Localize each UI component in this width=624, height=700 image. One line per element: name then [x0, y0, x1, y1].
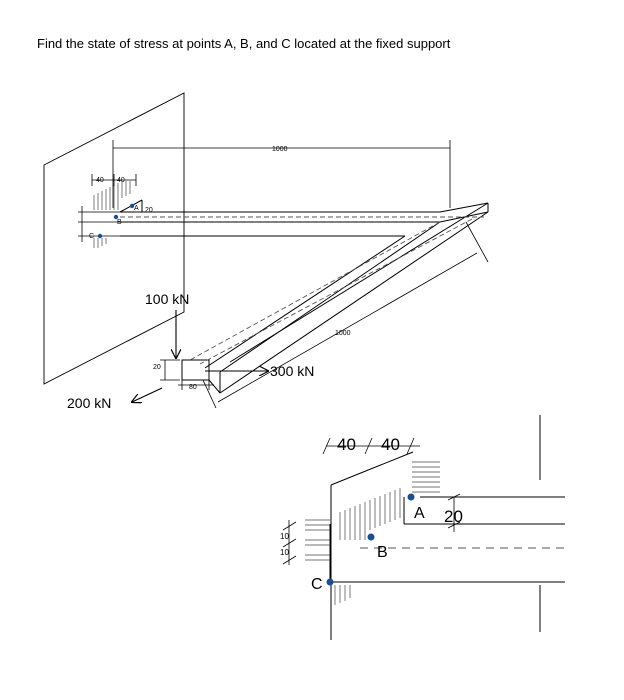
centerline-inner [189, 221, 441, 361]
detail-point-c [326, 578, 334, 586]
label-load-300kn: 300 kN [270, 363, 314, 379]
label-dim-20-small: 20 [145, 207, 153, 214]
label-detail-dim-10-b: 10 [280, 548, 289, 557]
label-dim-tip-20: 20 [153, 364, 161, 371]
label-load-200kn: 200 kN [67, 395, 111, 411]
dim-1000-top [112, 140, 451, 208]
detail-figure [282, 415, 565, 640]
detail-dim-10-10 [282, 520, 297, 565]
beam-segment-1 [119, 199, 489, 237]
label-detail-dim-10-a: 10 [280, 532, 289, 541]
detail-dim-20 [447, 493, 461, 532]
load-arrow-axial [132, 387, 163, 402]
question-text: Find the state of stress at points A, B,… [37, 36, 451, 51]
dim-1000-diagonal [202, 221, 489, 409]
label-main-b: B [117, 219, 122, 226]
detail-hatching [305, 461, 440, 605]
detail-point-a [407, 493, 415, 501]
label-dim-40-b: 40 [117, 177, 125, 184]
label-detail-b: B [377, 544, 388, 561]
label-detail-c: C [311, 576, 323, 593]
label-detail-dim-20: 20 [444, 507, 463, 526]
main-figure [43, 92, 489, 409]
main-point-a [129, 203, 135, 209]
label-dim-1000-diag: 1000 [335, 330, 351, 337]
label-main-c: C [89, 233, 94, 240]
support-wall [43, 92, 185, 385]
detail-point-b [367, 533, 375, 541]
label-detail-dim-40-b: 40 [381, 435, 400, 454]
detail-dim-40-40 [322, 437, 420, 455]
beam-tip-face [181, 359, 210, 381]
dim-40-40-main [91, 174, 137, 186]
support-hatching [93, 181, 131, 248]
detail-beam [329, 496, 565, 583]
centerline-segment-2 [199, 218, 473, 365]
label-dim-40-a: 40 [96, 177, 104, 184]
main-point-c [97, 233, 103, 239]
beam-segment-2 [181, 202, 489, 394]
dim-tip [160, 359, 214, 390]
label-dim-tip-80: 80 [189, 384, 197, 391]
label-detail-dim-40-a: 40 [337, 435, 356, 454]
label-load-100kn: 100 kN [145, 291, 189, 307]
label-main-a: A [134, 205, 139, 212]
main-point-b [113, 214, 119, 220]
label-detail-a: A [414, 505, 425, 522]
label-dim-1000-top: 1000 [272, 146, 288, 153]
